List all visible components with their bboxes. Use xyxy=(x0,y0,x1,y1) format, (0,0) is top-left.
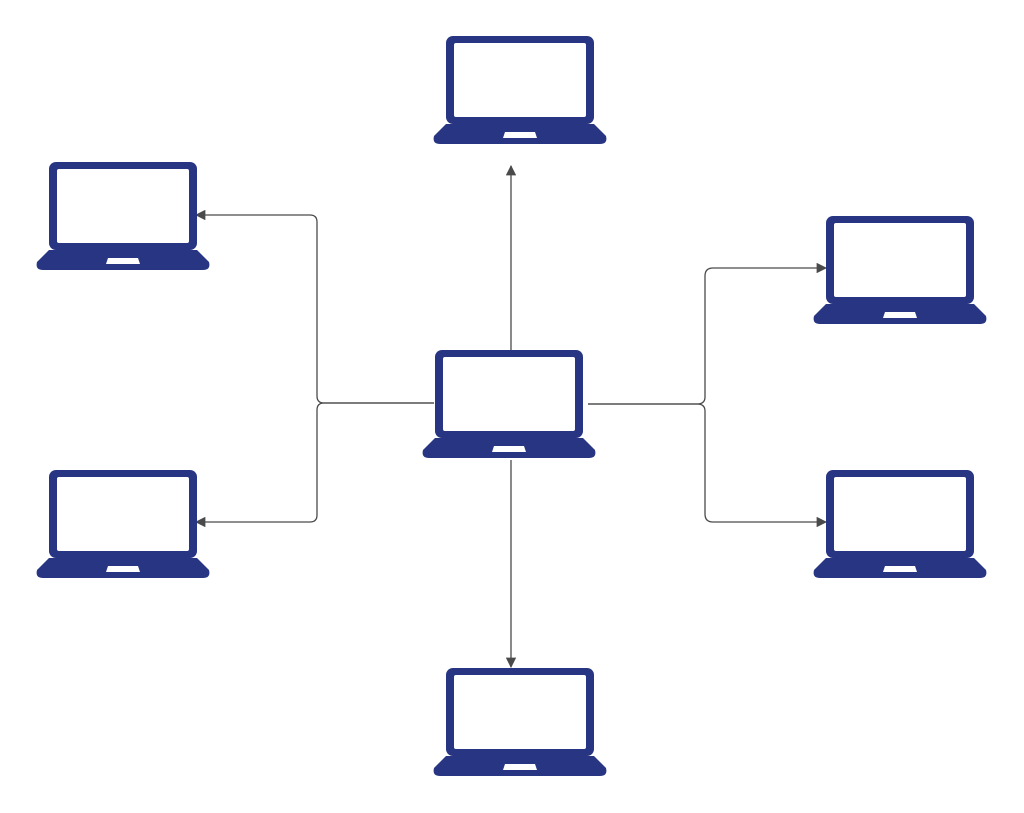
upper-right-laptop-icon xyxy=(813,216,987,324)
laptop-screen xyxy=(57,169,189,243)
upper-left-laptop-icon xyxy=(36,162,210,270)
laptop-screen xyxy=(443,357,575,431)
laptop-trackpad xyxy=(503,132,537,138)
laptop-trackpad xyxy=(883,566,917,572)
laptop-screen xyxy=(57,477,189,551)
lower-right-laptop-icon xyxy=(813,470,987,578)
laptop-screen xyxy=(454,675,586,749)
edge-to-lower-right-connector xyxy=(588,403,828,528)
laptop-screen xyxy=(834,223,966,297)
center-laptop-icon xyxy=(422,350,596,458)
edge-to-upper-right-connector xyxy=(588,262,828,405)
edge-to-upper-left-connector xyxy=(194,209,434,404)
laptop-trackpad xyxy=(106,566,140,572)
laptop-trackpad xyxy=(503,764,537,770)
laptop-screen xyxy=(834,477,966,551)
connector-layer xyxy=(194,164,828,669)
top-laptop-icon xyxy=(433,36,607,144)
lower-left-laptop-icon xyxy=(36,470,210,578)
edge-to-lower-left-connector xyxy=(194,402,434,528)
laptop-trackpad xyxy=(492,446,526,452)
laptop-trackpad xyxy=(106,258,140,264)
laptop-trackpad xyxy=(883,312,917,318)
laptop-layer xyxy=(36,36,987,776)
bottom-laptop-icon xyxy=(433,668,607,776)
laptop-screen xyxy=(454,43,586,117)
